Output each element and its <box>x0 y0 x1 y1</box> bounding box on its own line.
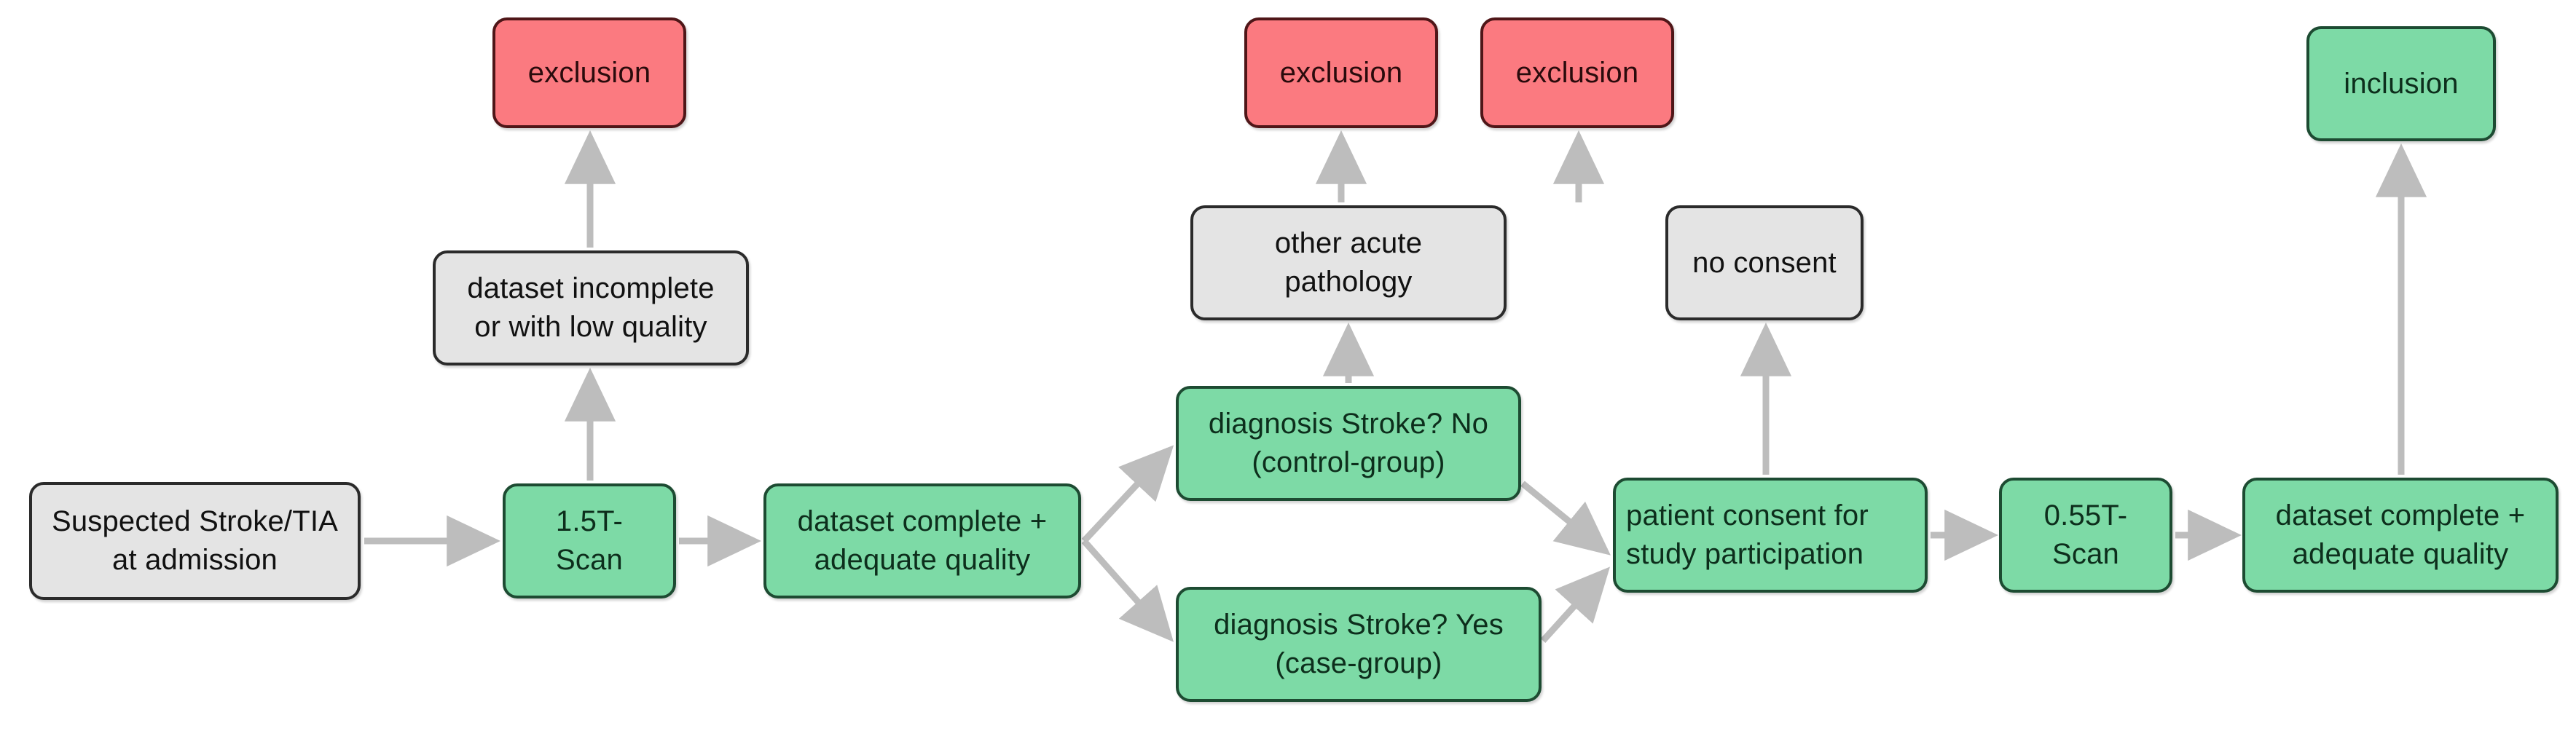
node-no-consent[interactable]: no consent <box>1665 205 1864 320</box>
node-label: inclusion <box>2344 67 2459 100</box>
node-label: patient consent for study participation <box>1626 499 1869 570</box>
edge-dataset-ok-1-to-stroke-no <box>1081 445 1174 544</box>
node-label: 1.5T- Scan <box>555 505 624 576</box>
node-label: exclusion <box>527 56 651 89</box>
node-diagnosis-stroke-no-control-group[interactable]: diagnosis Stroke? No (control-group) <box>1176 386 1521 501</box>
node-exclusion-2[interactable]: exclusion <box>1244 17 1438 128</box>
node-dataset-complete-adequate-quality-1[interactable]: dataset complete + adequate quality <box>763 483 1081 598</box>
node-dataset-complete-adequate-quality-2[interactable]: dataset complete + adequate quality <box>2242 478 2559 593</box>
node-exclusion-1[interactable]: exclusion <box>492 17 686 128</box>
node-patient-consent-study-participation[interactable]: patient consent for study participation <box>1613 478 1928 593</box>
node-label: 0.55T- Scan <box>2043 499 2128 570</box>
node-label: no consent <box>1692 246 1837 279</box>
node-dataset-incomplete-low-quality[interactable]: dataset incomplete or with low quality <box>433 250 749 366</box>
node-label: dataset incomplete or with low quality <box>467 272 715 343</box>
node-label: diagnosis Stroke? Yes (case-group) <box>1214 609 1504 679</box>
node-label: exclusion <box>1279 56 1403 89</box>
node-scan-1-5t[interactable]: 1.5T- Scan <box>503 483 676 598</box>
node-scan-0-55t[interactable]: 0.55T- Scan <box>1999 478 2172 593</box>
node-inclusion[interactable]: inclusion <box>2306 26 2496 141</box>
node-suspected-stroke-tia[interactable]: Suspected Stroke/TIA at admission <box>29 482 361 600</box>
node-label: other acute pathology <box>1274 227 1423 298</box>
edge-stroke-yes-to-consent <box>1540 566 1611 644</box>
edge-dataset-ok-1-to-stroke-yes <box>1081 539 1174 642</box>
node-diagnosis-stroke-yes-case-group[interactable]: diagnosis Stroke? Yes (case-group) <box>1176 587 1542 702</box>
node-other-acute-pathology[interactable]: other acute pathology <box>1190 205 1507 320</box>
edge-stroke-no-to-consent <box>1520 481 1611 556</box>
node-exclusion-3[interactable]: exclusion <box>1480 17 1674 128</box>
node-label: diagnosis Stroke? No (control-group) <box>1208 408 1489 478</box>
node-label: dataset complete + adequate quality <box>797 505 1048 576</box>
node-label: exclusion <box>1515 56 1639 89</box>
node-label: dataset complete + adequate quality <box>2275 499 2526 570</box>
node-label: Suspected Stroke/TIA at admission <box>51 505 339 576</box>
